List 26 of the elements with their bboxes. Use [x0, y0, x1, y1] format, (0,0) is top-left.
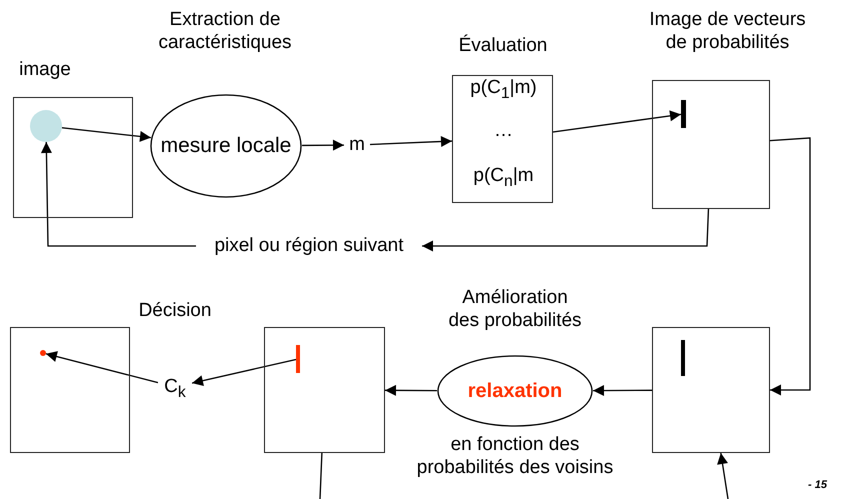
- node-text: p(C$_{1}$|m): [469, 76, 538, 104]
- frame-box: [13, 97, 133, 218]
- frame-box: [10, 327, 130, 453]
- heading-text: en fonction des probabilités des voisins: [416, 433, 614, 479]
- heading-text: Amélioration des probabilités: [447, 286, 583, 332]
- frame-box: [652, 327, 770, 453]
- node-text: p(C$_{n}$|m: [472, 164, 535, 192]
- heading-text: Extraction de caractéristiques: [157, 8, 293, 54]
- bar-mark: [681, 340, 685, 376]
- heading-text: Évaluation: [458, 34, 548, 57]
- heading-text: Image de vecteurs de probabilités: [648, 8, 807, 54]
- page-number: - 15: [808, 478, 827, 493]
- process-ellipse: [437, 355, 593, 427]
- pixel-dot: [30, 110, 62, 142]
- frame-box: [264, 327, 385, 453]
- process-box: [452, 75, 553, 203]
- node-text: relaxation: [466, 379, 564, 403]
- heading-text: Décision: [138, 299, 212, 322]
- heading-text: image: [18, 58, 72, 81]
- bar-mark: [296, 345, 300, 373]
- node-text: …: [493, 119, 514, 143]
- node-text: mesure locale: [160, 134, 292, 158]
- process-ellipse: [150, 94, 302, 198]
- dot: [40, 350, 46, 356]
- frame-box: [652, 80, 770, 209]
- bar-mark: [681, 100, 686, 128]
